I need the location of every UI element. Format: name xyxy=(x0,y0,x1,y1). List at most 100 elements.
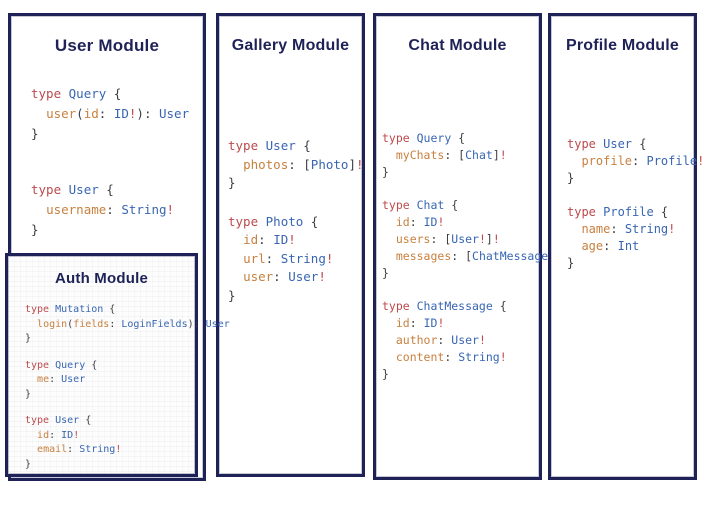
code-token: : xyxy=(273,269,289,284)
code-block: type User { photos: [Photo]!} xyxy=(228,137,364,193)
code-token: : xyxy=(49,429,62,441)
code-token: String xyxy=(280,250,326,266)
code-token xyxy=(567,239,581,253)
code-token: { xyxy=(106,182,114,197)
code-token xyxy=(25,444,37,455)
code-area-chat-module: type Query { myChats: [Chat]!}type Chat … xyxy=(376,130,562,383)
code-token: String xyxy=(79,444,116,455)
code-token: : xyxy=(106,202,122,217)
code-token xyxy=(228,232,243,247)
code-token: type xyxy=(31,182,69,197)
code-token: ! xyxy=(115,444,122,455)
code-token: type xyxy=(567,205,604,219)
code-token: ChatMessage xyxy=(472,249,549,263)
code-area-auth-module: type Mutation { login(fields: LoginField… xyxy=(8,303,230,472)
code-token: ! xyxy=(668,222,676,236)
code-token: } xyxy=(382,266,389,280)
panel-title-auth-module: Auth Module xyxy=(54,270,148,287)
code-token: ! xyxy=(499,350,507,364)
code-token: : xyxy=(603,239,618,253)
code-token: : [ xyxy=(451,249,473,263)
code-token: type xyxy=(567,137,604,151)
code-token: Query xyxy=(68,86,114,101)
code-token xyxy=(567,154,581,168)
code-token: { xyxy=(85,415,92,426)
code-line: content: String! xyxy=(382,349,539,366)
code-token: } xyxy=(25,388,32,400)
code-token: content xyxy=(395,350,445,364)
code-token: : xyxy=(437,333,452,347)
code-line: username: String! xyxy=(31,200,203,220)
code-token: id xyxy=(83,106,99,121)
code-token: type xyxy=(31,86,69,101)
code-line: type Query { xyxy=(382,130,539,147)
code-line: id: ID! xyxy=(228,231,362,250)
code-token: ! xyxy=(288,232,296,247)
code-token: { xyxy=(113,86,122,101)
code-line: type Photo { xyxy=(228,213,362,232)
code-area-gallery-module: type User { photos: [Photo]!} type Photo … xyxy=(219,137,364,306)
code-area-profile-module: type User { profile: Profile!}type Profi… xyxy=(551,136,704,272)
code-token: ! xyxy=(166,202,175,217)
code-token: ] xyxy=(485,232,493,246)
code-token: ] xyxy=(492,148,500,162)
code-line: } xyxy=(228,287,362,306)
code-token: type xyxy=(25,359,56,371)
code-block: type User { username: String!} xyxy=(31,180,203,240)
code-token: ! xyxy=(478,333,486,347)
code-token: String xyxy=(121,202,167,217)
code-token: } xyxy=(31,222,39,237)
code-token: id xyxy=(395,215,410,229)
code-line: type User { xyxy=(567,136,694,153)
panel-gallery-module: Gallery Module type User { photos: [Phot… xyxy=(216,13,365,477)
code-token xyxy=(382,350,396,364)
code-line: } xyxy=(567,170,694,187)
code-token xyxy=(25,430,37,441)
code-token: : xyxy=(444,350,459,364)
code-token: User xyxy=(451,232,479,246)
code-token: User xyxy=(288,269,319,284)
code-block: type Query { me: User} xyxy=(25,359,195,403)
code-token: user xyxy=(46,106,77,121)
code-token: me xyxy=(37,374,50,385)
code-token xyxy=(228,157,243,172)
code-token: ! xyxy=(128,106,137,121)
code-token: ID xyxy=(273,232,289,247)
code-token: } xyxy=(382,165,389,179)
code-token: } xyxy=(25,333,32,344)
code-line: type Profile { xyxy=(567,204,694,221)
code-token: type xyxy=(25,415,56,426)
code-token: Mutation xyxy=(55,304,110,315)
code-token: } xyxy=(567,171,575,185)
code-token: ID xyxy=(423,215,438,229)
code-token: String xyxy=(458,350,500,364)
code-token: { xyxy=(458,131,466,145)
code-line: type Mutation { xyxy=(25,303,195,318)
code-token: LoginFields xyxy=(121,318,188,330)
code-token xyxy=(25,319,37,330)
code-token: id xyxy=(395,316,410,330)
code-line: type User { xyxy=(31,180,203,200)
code-line: } xyxy=(31,124,203,144)
panel-title-user-module: User Module xyxy=(54,36,160,55)
code-token: messages xyxy=(395,249,452,263)
code-line: messages: [ChatMessage]! xyxy=(382,248,562,265)
code-token: type xyxy=(382,299,417,313)
code-line: id: ID! xyxy=(25,429,195,444)
code-token: age xyxy=(581,239,604,253)
code-token: User xyxy=(265,138,304,153)
code-token: : xyxy=(258,232,274,247)
code-token: } xyxy=(31,126,39,141)
code-token: profile xyxy=(581,154,633,168)
code-line: } xyxy=(25,388,195,403)
code-token: type xyxy=(228,213,266,229)
code-token: ! xyxy=(437,316,445,330)
code-line: type User { xyxy=(228,137,362,156)
code-token: { xyxy=(109,304,116,315)
code-token xyxy=(31,202,46,217)
code-token: ID xyxy=(61,429,74,441)
code-token: ! xyxy=(73,429,80,441)
code-line: me: User xyxy=(25,373,195,388)
code-line: type ChatMessage { xyxy=(382,298,539,315)
code-token: { xyxy=(451,198,459,212)
